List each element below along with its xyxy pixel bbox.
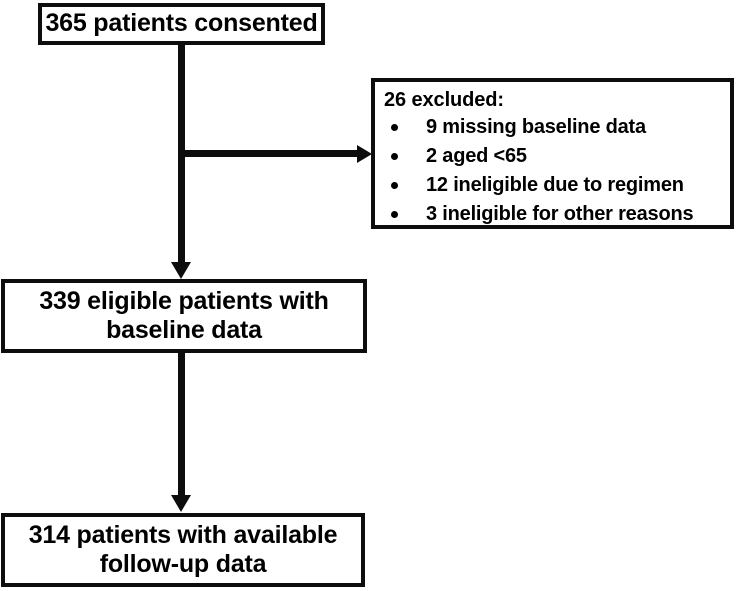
node-eligible-line-1: 339 eligible patients with (39, 286, 329, 315)
excluded-reason-text: 9 missing baseline data (426, 116, 646, 139)
excluded-reason-text: 3 ineligible for other reasons (426, 203, 694, 226)
node-excluded: 26 excluded: 9 missing baseline data 2 a… (371, 78, 734, 229)
arrowhead-down-to-eligible-icon (171, 262, 191, 279)
bullet-icon (391, 182, 398, 190)
excluded-reason-text: 2 aged <65 (426, 145, 527, 168)
node-eligible-label: 339 eligible patients with baseline data (39, 286, 329, 346)
node-followup-line-2: follow-up data (99, 550, 267, 578)
connector-eligible-to-followup-line (178, 353, 185, 496)
list-item: 3 ineligible for other reasons (384, 200, 730, 229)
node-eligible: 339 eligible patients with baseline data (1, 279, 367, 353)
node-followup-label: 314 patients with available follow-up da… (29, 521, 338, 580)
excluded-reason-text: 12 ineligible due to regimen (426, 174, 684, 197)
node-followup: 314 patients with available follow-up da… (1, 513, 365, 587)
connector-consented-to-excluded-line (178, 150, 358, 157)
arrowhead-down-to-followup-icon (171, 495, 191, 512)
node-excluded-heading: 26 excluded: (384, 89, 504, 111)
node-eligible-line-2: baseline data (106, 316, 262, 344)
list-item: 12 ineligible due to regimen (384, 171, 730, 200)
bullet-icon (391, 153, 398, 161)
node-consented-label: 365 patients consented (45, 9, 318, 38)
arrowhead-right-to-excluded-icon (357, 144, 372, 163)
list-item: 2 aged <65 (384, 142, 730, 171)
bullet-icon (391, 124, 398, 132)
node-followup-line-1: 314 patients with available (28, 520, 338, 549)
bullet-icon (391, 211, 398, 219)
node-consented: 365 patients consented (38, 3, 325, 45)
list-item: 9 missing baseline data (384, 113, 730, 142)
excluded-reason-list: 9 missing baseline data 2 aged <65 12 in… (384, 113, 730, 229)
